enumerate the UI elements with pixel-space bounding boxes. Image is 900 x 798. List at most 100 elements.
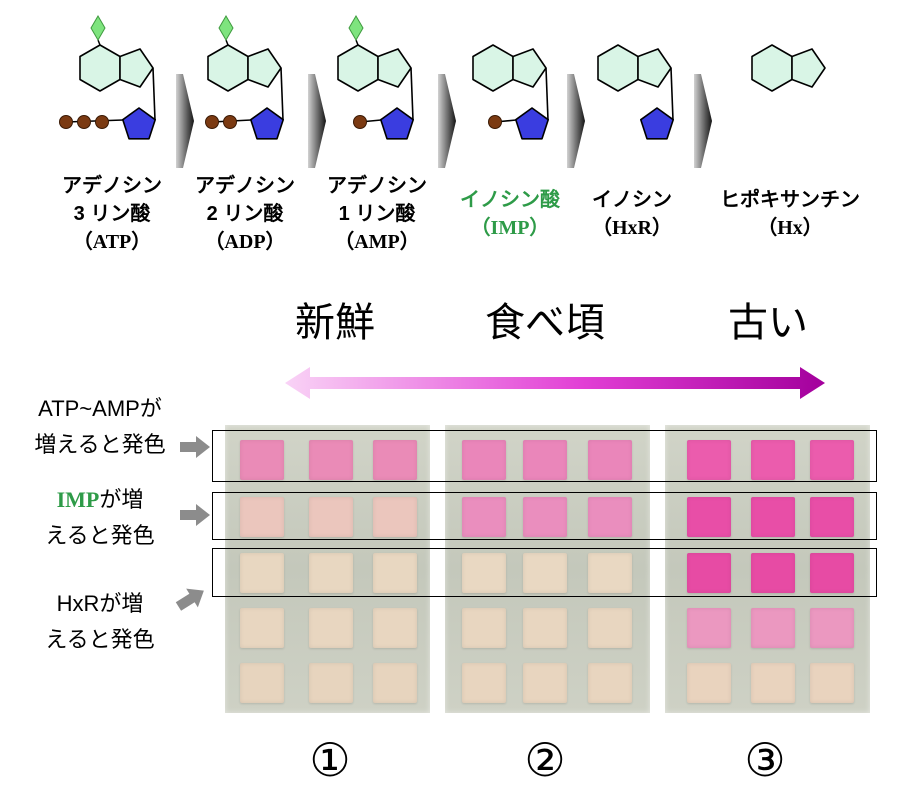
glycosidic-bond: [670, 67, 674, 121]
purine-hexagon-ring: [472, 44, 514, 92]
label-amp: アデノシン 1 リン酸 （AMP）: [302, 172, 452, 256]
sample-panel-1: [225, 425, 430, 713]
test-pad: [240, 497, 284, 537]
phosphate-dot: [59, 115, 73, 129]
test-pad: [240, 663, 284, 703]
phosphate-bond: [65, 119, 124, 123]
test-pad: [687, 497, 731, 537]
freshness-gradient-arrow: [285, 367, 825, 399]
amino-bond: [97, 39, 101, 46]
indicator-hxr: HxRが増 えると発色: [12, 586, 188, 658]
reaction-arrow-icon: [694, 74, 712, 168]
glycosidic-bond: [280, 67, 284, 121]
phosphate-dot: [223, 115, 237, 129]
label-atp: アデノシン 3 リン酸 （ATP）: [37, 172, 187, 256]
row-frame-hxr: [212, 548, 877, 597]
label-line-phosphate: 3 リン酸: [73, 203, 151, 225]
test-pad: [523, 440, 567, 480]
amino-group-diamond-icon: [90, 15, 106, 41]
glycosidic-bond: [545, 67, 549, 121]
test-pad: [588, 608, 632, 648]
indicator-highlight: IMP: [56, 487, 100, 512]
label-line-name: アデノシン: [62, 175, 162, 197]
phosphate-dot: [95, 115, 109, 129]
purine-hexagon-ring: [751, 44, 793, 92]
purine-pentagon-ring: [247, 48, 282, 88]
label-line-abbrev: （HxR）: [592, 217, 672, 239]
molecule-atp: [59, 15, 156, 140]
glycosidic-bond: [152, 67, 156, 121]
label-line-abbrev: （ADP）: [204, 231, 286, 253]
sample-number-2: ②: [524, 733, 566, 787]
test-pad: [687, 663, 731, 703]
purine-pentagon-ring: [119, 48, 154, 88]
test-pad: [810, 440, 854, 480]
phosphate-dot: [488, 115, 502, 129]
test-pad: [523, 608, 567, 648]
test-pad: [309, 663, 353, 703]
label-line-abbrev: （Hx）: [757, 217, 823, 239]
purine-hexagon-ring: [337, 44, 379, 92]
test-pad: [588, 663, 632, 703]
scale-old: 古い: [728, 301, 808, 345]
label-adp: アデノシン 2 リン酸 （ADP）: [170, 172, 320, 256]
purine-hexagon-ring: [79, 44, 121, 92]
test-pad: [588, 497, 632, 537]
test-pad: [373, 608, 417, 648]
test-pad: [810, 608, 854, 648]
ribose-pentagon: [122, 107, 156, 140]
test-pad: [751, 440, 795, 480]
label-line-name: アデノシン: [327, 175, 427, 197]
reaction-arrow-icon: [308, 74, 326, 168]
ribose-pentagon: [514, 107, 550, 140]
test-pad: [373, 440, 417, 480]
test-pad: [751, 497, 795, 537]
purine-pentagon-ring: [512, 48, 547, 88]
test-pad: [687, 440, 731, 480]
reaction-arrow-icon: [176, 74, 194, 168]
label-line-name: ヒポキサンチン: [720, 189, 860, 211]
label-line-name: イノシン: [592, 189, 672, 211]
pointer-arrow-icon: [180, 436, 210, 458]
test-pad: [751, 608, 795, 648]
sample-panel-2: [445, 425, 650, 713]
molecule-hxr: [597, 44, 675, 140]
test-pad: [373, 497, 417, 537]
label-line-abbrev: （IMP）: [470, 217, 550, 239]
sample-number-3: ③: [744, 733, 786, 787]
glycosidic-bond: [410, 67, 414, 121]
amino-group-diamond-icon: [218, 15, 234, 41]
row-frame-atp-amp: [212, 430, 877, 482]
indicator-line-rest: が増: [99, 487, 144, 512]
purine-hexagon-ring: [597, 44, 639, 92]
test-pad: [462, 608, 506, 648]
label-line-phosphate: 1 リン酸: [338, 203, 416, 225]
test-pad: [687, 553, 731, 593]
test-pad: [462, 497, 506, 537]
indicator-line: ATP~AMPが: [38, 396, 162, 421]
phosphate-dot: [205, 115, 219, 129]
label-line-name: イノシン酸: [460, 189, 560, 211]
indicator-atp-amp: ATP~AMPが 増えると発色: [12, 391, 188, 463]
test-pad: [309, 553, 353, 593]
test-pad: [240, 608, 284, 648]
test-pad: [309, 497, 353, 537]
ribose-pentagon: [250, 107, 285, 140]
amino-group-diamond-icon: [348, 15, 364, 41]
test-pad: [462, 553, 506, 593]
molecule-amp: [337, 15, 415, 140]
test-pad: [751, 663, 795, 703]
label-line-name: アデノシン: [195, 175, 295, 197]
double-arrow-shape: [285, 367, 825, 399]
indicator-arrow-group: [175, 436, 210, 611]
label-line-phosphate: 2 リン酸: [206, 203, 284, 225]
degradation-pathway-structures: [59, 15, 826, 168]
test-pad: [373, 553, 417, 593]
test-pad: [523, 553, 567, 593]
test-pad: [588, 553, 632, 593]
amino-bond: [355, 39, 359, 46]
purine-hexagon-ring: [207, 44, 249, 92]
phosphate-dot: [353, 115, 367, 129]
test-pad: [240, 553, 284, 593]
indicator-line: えると発色: [45, 627, 155, 652]
